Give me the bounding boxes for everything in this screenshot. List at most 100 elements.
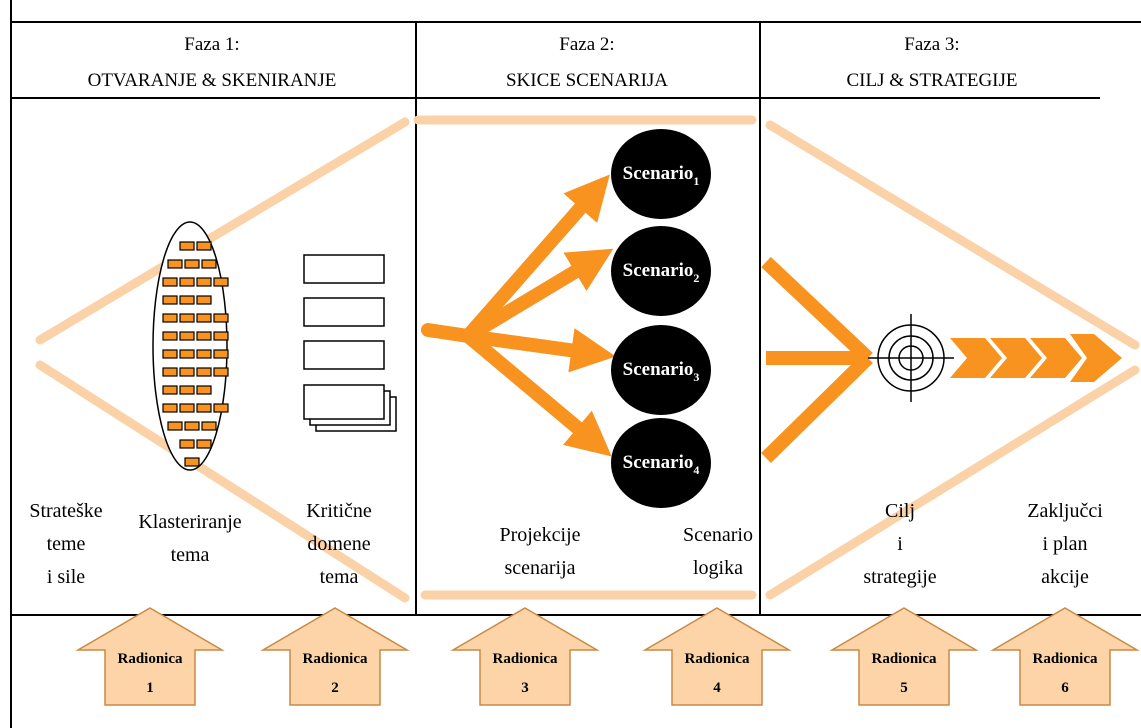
- arrow-to-scenario-1: [461, 174, 610, 343]
- phase-title: Faza 1:: [184, 34, 239, 55]
- workshop-shape: [642, 607, 792, 706]
- critical-domain-boxes: [303, 254, 397, 432]
- workshop-label: Radionica: [117, 651, 183, 667]
- cluster-item: [162, 277, 178, 287]
- cluster-item: [213, 403, 229, 413]
- workshop-shape: [260, 607, 410, 706]
- cluster-item: [213, 349, 229, 359]
- cluster-item: [162, 349, 178, 359]
- scenario-projection-arrows: [421, 174, 616, 457]
- funnel-lines: [35, 115, 1140, 603]
- step-label: Klasteriranje tema: [138, 511, 241, 566]
- scenario-label: Scenario: [623, 452, 694, 473]
- svg-text:Scenario2: Scenario2: [623, 260, 700, 285]
- workshops: Radionica1Radionica2Radionica3Radionica4…: [75, 607, 1140, 706]
- step-label-line: Projekcije: [499, 524, 580, 546]
- scenario-label: Scenario: [623, 359, 694, 380]
- cluster-item: [196, 385, 212, 395]
- scenario-index: 2: [693, 271, 699, 285]
- domain-box-stack-front: [303, 384, 385, 420]
- svg-text:Scenario4: Scenario4: [623, 452, 700, 477]
- cluster-item: [184, 421, 200, 431]
- scenario-index: 3: [693, 370, 699, 384]
- cluster-item: [179, 241, 195, 251]
- step-label-line: Klasteriranje: [138, 511, 241, 533]
- phase-subtitle: SKICE SCENARIJA: [506, 70, 668, 91]
- cluster-item: [184, 457, 200, 467]
- step-label-line: i sile: [47, 566, 85, 588]
- cluster-item: [213, 277, 229, 287]
- cluster-item: [179, 313, 195, 323]
- phase-title: Faza 2:: [559, 34, 614, 55]
- cluster-item: [201, 259, 217, 269]
- cluster-item: [162, 295, 178, 305]
- scenario-2: Scenario2: [611, 226, 711, 316]
- arrow-to-scenario-3: [461, 328, 616, 373]
- phase-header-2: Faza 2: SKICE SCENARIJA: [506, 34, 668, 91]
- cluster-item: [162, 331, 178, 341]
- cluster-item: [179, 385, 195, 395]
- cluster-item: [196, 331, 212, 341]
- cluster-item: [162, 403, 178, 413]
- workshop-number: 6: [1061, 680, 1069, 696]
- phase-subtitle: CILJ & STRATEGIJE: [847, 70, 1018, 91]
- cluster-item: [213, 313, 229, 323]
- workshop-arrow: Radionica 6: [990, 607, 1140, 706]
- cluster-item: [196, 439, 212, 449]
- strategy-convergence-arrows: [761, 256, 873, 463]
- cluster-item: [184, 259, 200, 269]
- step-label-line: teme: [47, 533, 86, 555]
- domain-box: [303, 254, 385, 284]
- workshop-label: Radionica: [684, 651, 750, 667]
- cluster-item: [179, 295, 195, 305]
- domain-box: [303, 297, 385, 327]
- workshop-number: 4: [713, 680, 721, 696]
- cluster-ellipse: [152, 221, 229, 471]
- cluster-item: [179, 367, 195, 377]
- workshop-label: Radionica: [871, 651, 937, 667]
- scenario-3: Scenario3: [611, 325, 711, 415]
- cluster-item: [196, 277, 212, 287]
- workshop-arrow: Radionica 4: [642, 607, 792, 706]
- arrow-to-scenario-4: [461, 329, 612, 457]
- step-label-line: tema: [320, 566, 359, 588]
- step-label-line: i: [897, 533, 903, 555]
- step-label-line: Scenario: [683, 524, 753, 546]
- workshop-number: 1: [146, 680, 154, 696]
- step-label-line: Strateške: [29, 500, 102, 522]
- cluster-item: [162, 367, 178, 377]
- phase-header-1: Faza 1: OTVARANJE & SKENIRANJE: [88, 34, 337, 91]
- target-icon: [868, 314, 954, 402]
- step-label: Kritične domene tema: [306, 500, 372, 588]
- phase-title: Faza 3:: [904, 34, 959, 55]
- scenario-index: 4: [693, 463, 699, 477]
- cluster-item: [162, 385, 178, 395]
- cluster-item: [179, 439, 195, 449]
- cluster-item: [162, 313, 178, 323]
- cluster-item: [167, 259, 183, 269]
- workshop-label: Radionica: [492, 651, 558, 667]
- scenario-label: Scenario: [623, 260, 694, 281]
- svg-text:Scenario1: Scenario1: [623, 163, 700, 188]
- scenario-1: Scenario1: [611, 129, 711, 219]
- cluster-item: [196, 241, 212, 251]
- cluster-item: [213, 331, 229, 341]
- step-label-line: Zaključci: [1027, 500, 1103, 522]
- scenario-label: Scenario: [623, 163, 694, 184]
- workshop-label: Radionica: [1032, 651, 1098, 667]
- cluster-item: [213, 367, 229, 377]
- step-label: Strateške teme i sile: [29, 500, 102, 588]
- step-label-line: domene: [307, 533, 370, 555]
- step-label-line: Kritične: [306, 500, 372, 522]
- step-label-line: strategije: [863, 566, 936, 588]
- step-label-line: tema: [171, 544, 210, 566]
- cluster-item: [179, 349, 195, 359]
- cluster-item: [196, 403, 212, 413]
- action-chevron-arrow: [950, 334, 1122, 382]
- workshop-arrow: Radionica 1: [75, 607, 225, 706]
